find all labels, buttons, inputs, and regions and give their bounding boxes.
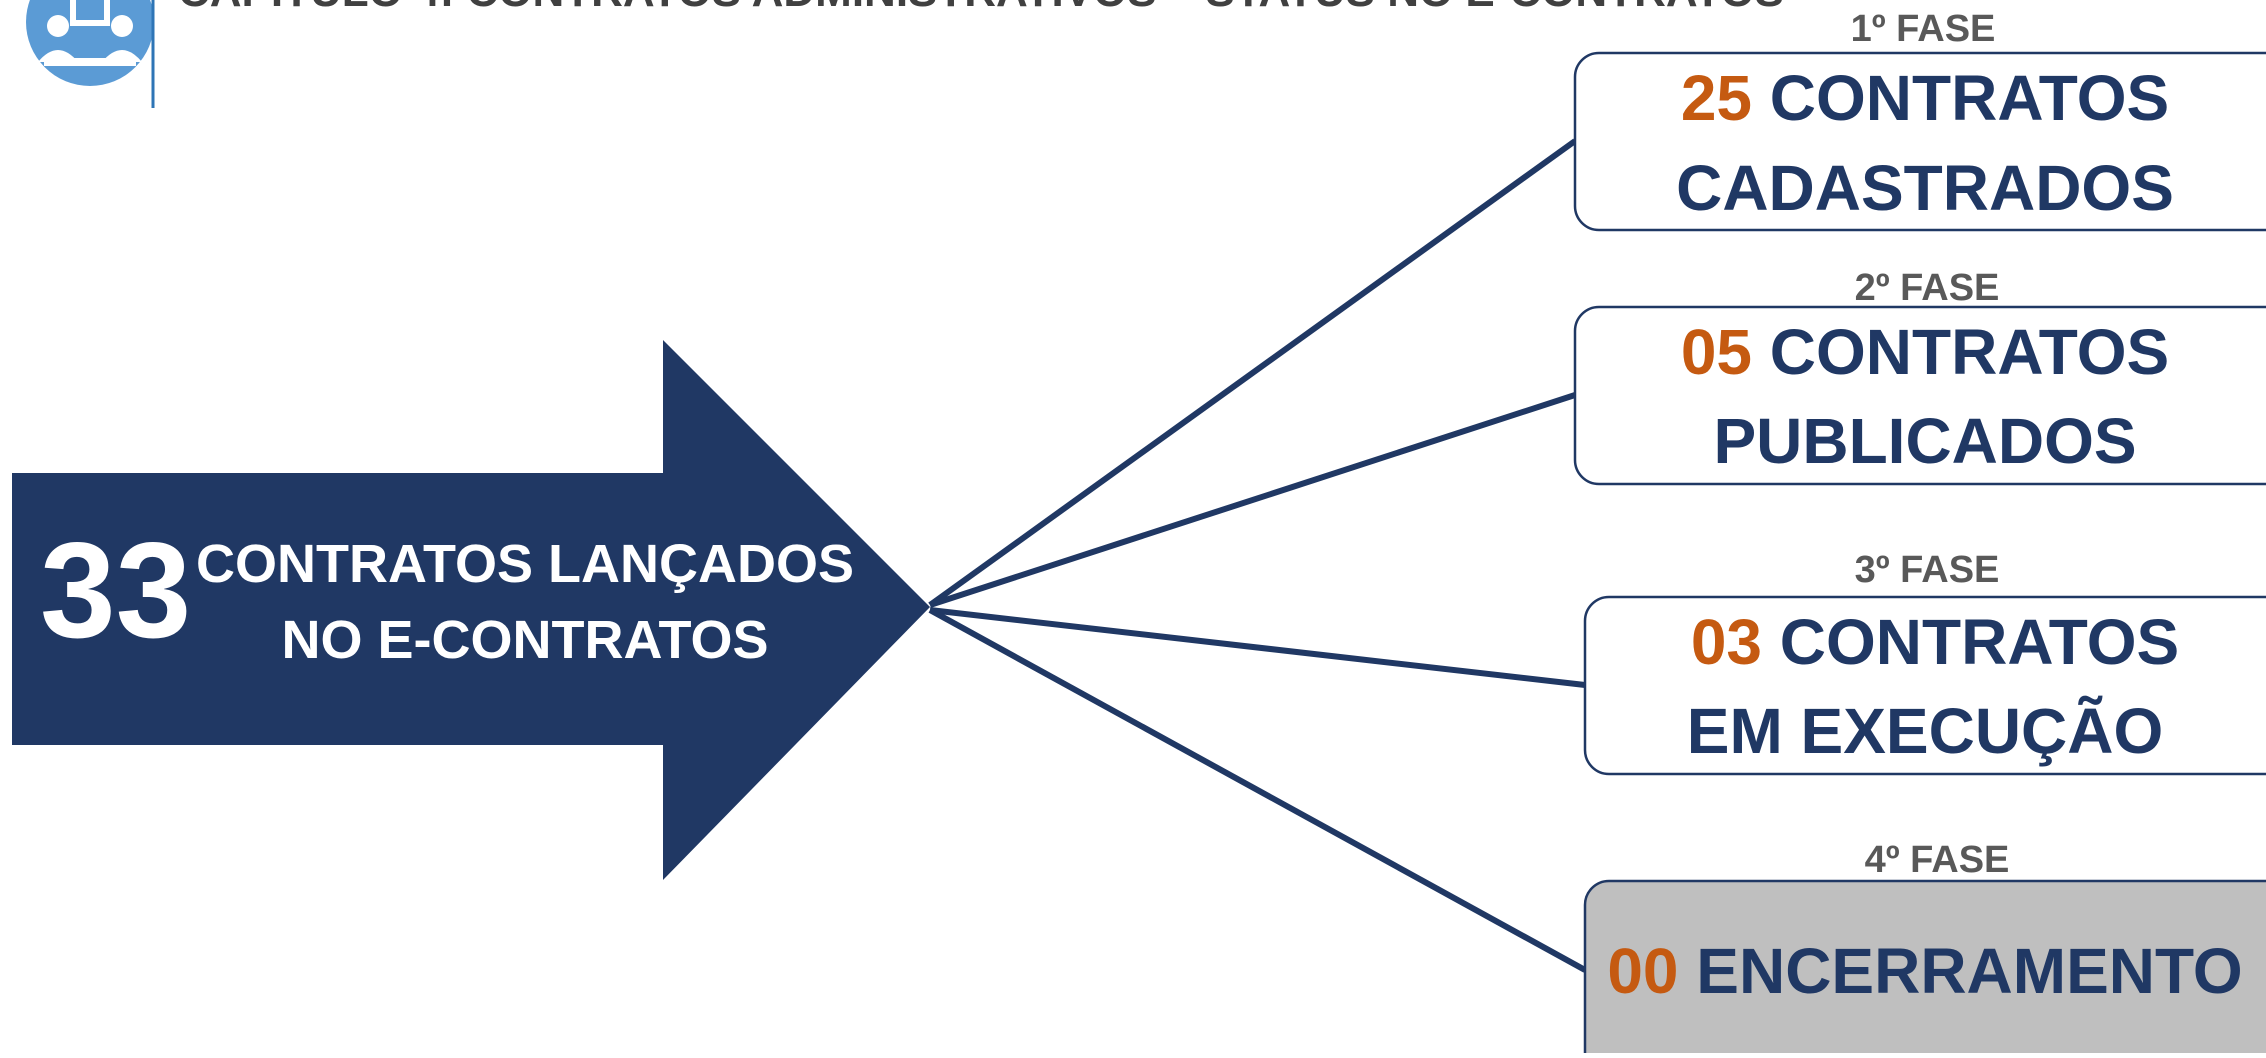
phase-2-label: 2º FASE xyxy=(1855,267,2000,309)
total-contracts-count: 33 xyxy=(40,514,191,666)
phase-3-group: 3º FASE 03 CONTRATOS EM EXECUÇÃO xyxy=(1583,549,2266,776)
phase-1-box xyxy=(1573,51,2266,232)
phase-3-line-1-text: CONTRATOS xyxy=(1762,606,2179,678)
phase-3-line-2: EM EXECUÇÃO xyxy=(1687,695,2164,767)
total-contracts-arrow xyxy=(12,340,930,880)
connector-line-phase-3 xyxy=(929,607,1586,688)
phase-2-line-1: 05 CONTRATOS xyxy=(1681,316,2169,388)
phase-4-line-1-text: ENCERRAMENTO xyxy=(1679,935,2243,1007)
connector-line-phase-2 xyxy=(929,392,1576,608)
phase-2-group: 2º FASE 05 CONTRATOS PUBLICADOS xyxy=(1573,267,2266,486)
phase-2-count: 05 xyxy=(1681,316,1752,388)
phase-4-line-1: 00 ENCERRAMENTO xyxy=(1607,935,2242,1007)
phase-2-box xyxy=(1573,305,2266,486)
phase-4-box xyxy=(1583,879,2266,1058)
phase-1-line-2: CADASTRADOS xyxy=(1676,152,2174,224)
arrow-label-line-2: NO E-CONTRATOS xyxy=(281,610,768,670)
presentation-meeting-icon xyxy=(26,0,154,86)
phase-3-count: 03 xyxy=(1691,606,1762,678)
phase-4-group: 4º FASE 00 ENCERRAMENTO xyxy=(1583,839,2266,1058)
phase-1-line-1-text: CONTRATOS xyxy=(1752,62,2169,134)
phase-2-line-2: PUBLICADOS xyxy=(1713,405,2136,477)
page-title: CAPÍTULO 4: CONTRATOS ADMINISTRATIVOS – … xyxy=(178,0,1784,16)
connector-lines xyxy=(928,138,1587,973)
phase-1-line-1: 25 CONTRATOS xyxy=(1681,62,2169,134)
phase-1-count: 25 xyxy=(1681,62,1752,134)
phase-1-group: 1º FASE 25 CONTRATOS CADASTRADOS xyxy=(1573,8,2266,232)
phase-3-box xyxy=(1583,595,2266,776)
phase-2-line-1-text: CONTRATOS xyxy=(1752,316,2169,388)
phase-3-label: 3º FASE xyxy=(1855,549,2000,591)
phase-3-line-1: 03 CONTRATOS xyxy=(1691,606,2179,678)
phase-4-label: 4º FASE xyxy=(1865,839,2010,881)
connector-line-phase-1 xyxy=(928,138,1577,608)
phase-4-count: 00 xyxy=(1607,935,1678,1007)
connector-line-phase-4 xyxy=(928,607,1587,973)
arrow-label-line-1: CONTRATOS LANÇADOS xyxy=(196,534,854,594)
phase-1-label: 1º FASE xyxy=(1851,8,1996,50)
